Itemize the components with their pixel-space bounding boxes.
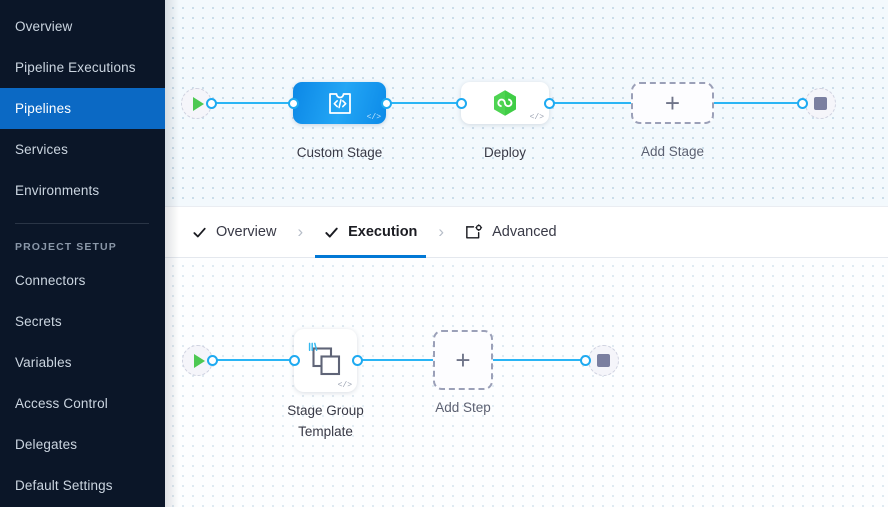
step-label-line-1: Stage Group	[287, 403, 364, 418]
main-content: </> Custom Stage </>	[165, 0, 888, 507]
step-start-node[interactable]	[182, 345, 213, 376]
check-icon	[193, 227, 206, 237]
tab-label: Execution	[348, 224, 418, 240]
check-icon	[325, 227, 338, 238]
add-stage-button[interactable]: +	[631, 82, 714, 124]
stage-start-port[interactable]	[206, 98, 217, 109]
step-template-in-port[interactable]	[289, 355, 300, 366]
sidebar-item-services[interactable]: Services	[0, 129, 165, 170]
sidebar-item-label: Secrets	[15, 314, 62, 329]
wire-deploy-to-add-stage	[549, 102, 638, 104]
stage-label-add-stage: Add Stage	[640, 144, 705, 159]
wire-template-to-add-step	[357, 359, 438, 361]
start-play-icon	[193, 353, 205, 368]
step-label-line-2: Template	[298, 423, 353, 439]
step-label-stage-group-template: Stage Group Template	[274, 401, 377, 443]
wire-add-stage-to-end	[714, 102, 802, 104]
step-end-port[interactable]	[580, 355, 591, 366]
sidebar-item-label: Pipelines	[15, 101, 72, 116]
stage-node-custom-stage[interactable]: </>	[293, 82, 386, 124]
sidebar-item-pipeline-executions[interactable]: Pipeline Executions	[0, 47, 165, 88]
sidebar-item-variables[interactable]: Variables	[0, 342, 165, 383]
sidebar-item-label: Delegates	[15, 437, 78, 452]
sidebar-item-label: Access Control	[15, 396, 108, 411]
wire-custom-to-deploy	[386, 102, 481, 104]
deploy-hexagon-infinity-icon	[494, 90, 516, 116]
stage-pipeline-canvas[interactable]: </> Custom Stage </>	[165, 0, 888, 206]
sidebar-item-environments[interactable]: Environments	[0, 170, 165, 211]
stacked-squares-template-icon	[308, 342, 340, 375]
step-start-port[interactable]	[207, 355, 218, 366]
stage-end-node[interactable]	[805, 88, 836, 119]
sidebar-item-overview[interactable]: Overview	[0, 6, 165, 47]
stage-group-template-code-tag: </>	[337, 381, 352, 390]
end-stop-icon	[597, 354, 610, 367]
sidebar-item-label: Environments	[15, 183, 100, 198]
tab-execution[interactable]: Execution	[309, 206, 432, 258]
stage-config-tabbar: Overview › Execution › Advanced	[165, 206, 888, 258]
step-node-stage-group-template[interactable]: </>	[294, 329, 357, 392]
stage-deploy-in-port[interactable]	[456, 98, 467, 109]
plus-icon: +	[664, 88, 681, 118]
advanced-settings-icon	[466, 223, 483, 238]
step-label-add-step: Add Step	[435, 400, 491, 415]
sidebar-item-label: Connectors	[15, 273, 86, 288]
step-node-row: </> Stage Group Template + Add Step	[165, 258, 888, 507]
sidebar-item-label: Pipeline Executions	[15, 60, 136, 75]
sidebar-item-pipelines[interactable]: Pipelines	[0, 88, 165, 129]
end-stop-icon	[814, 97, 827, 110]
sidebar-item-connectors[interactable]: Connectors	[0, 260, 165, 301]
step-end-node[interactable]	[588, 345, 619, 376]
sidebar-item-delegates[interactable]: Delegates	[0, 424, 165, 465]
custom-stage-code-tag: </>	[366, 113, 381, 122]
tab-label: Advanced	[492, 224, 557, 240]
stage-node-deploy[interactable]: </>	[461, 82, 549, 124]
sidebar-section-project-setup: PROJECT SETUP	[15, 241, 117, 253]
wire-add-step-to-end	[493, 359, 585, 361]
sidebar: Overview Pipeline Executions Pipelines S…	[0, 0, 165, 507]
stage-deploy-out-port[interactable]	[544, 98, 555, 109]
add-step-button[interactable]: +	[433, 330, 493, 390]
sidebar-divider	[15, 223, 149, 224]
custom-stage-code-icon	[328, 93, 351, 114]
tab-separator-icon: ›	[438, 222, 445, 241]
tab-separator-icon: ›	[297, 222, 304, 241]
stage-node-row: </> Custom Stage </>	[165, 0, 888, 206]
tab-label: Overview	[216, 224, 277, 240]
sidebar-item-default-settings[interactable]: Default Settings	[0, 465, 165, 506]
wire-start-to-stage-group-template	[212, 359, 299, 361]
wire-start-to-custom-stage	[211, 102, 297, 104]
step-template-out-port[interactable]	[352, 355, 363, 366]
sidebar-item-label: Variables	[15, 355, 72, 370]
sidebar-item-label: Services	[15, 142, 68, 157]
sidebar-item-label: Overview	[15, 19, 73, 34]
stage-end-port[interactable]	[797, 98, 808, 109]
start-play-icon	[192, 96, 204, 111]
stage-label-deploy: Deploy	[483, 145, 527, 160]
tab-overview[interactable]: Overview	[177, 206, 291, 258]
deploy-code-tag: </>	[529, 113, 544, 122]
tab-advanced[interactable]: Advanced	[450, 206, 572, 258]
stage-custom-out-port[interactable]	[381, 98, 392, 109]
sidebar-item-secrets[interactable]: Secrets	[0, 301, 165, 342]
sidebar-item-access-control[interactable]: Access Control	[0, 383, 165, 424]
plus-icon: +	[455, 345, 471, 375]
stage-custom-in-port[interactable]	[288, 98, 299, 109]
stage-label-custom-stage: Custom Stage	[296, 145, 383, 160]
execution-steps-canvas[interactable]: </> Stage Group Template + Add Step	[165, 258, 888, 507]
sidebar-item-label: Default Settings	[15, 478, 113, 493]
